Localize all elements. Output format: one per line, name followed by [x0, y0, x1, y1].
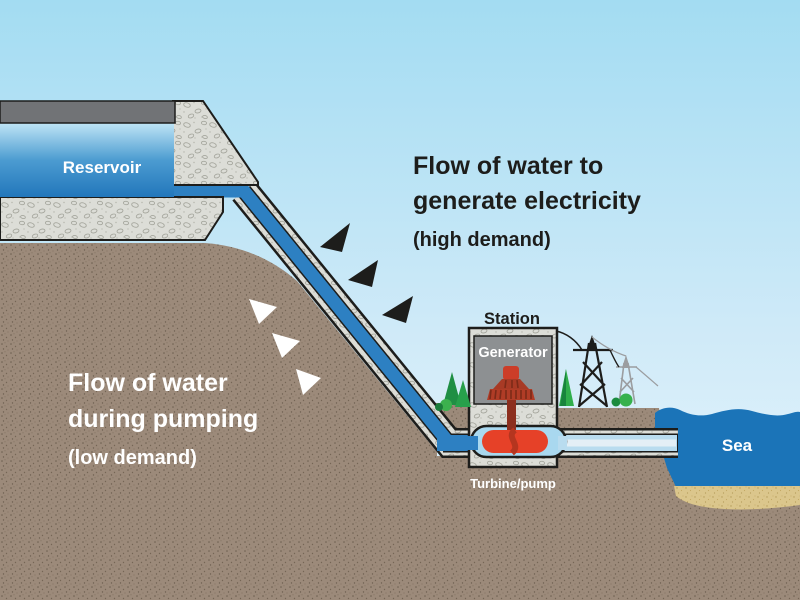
power-station	[467, 326, 568, 469]
pumping-subtitle: (low demand)	[68, 447, 197, 469]
power-line-top	[591, 336, 627, 357]
pipe	[163, 181, 678, 458]
reservoir-retaining-wall	[0, 100, 176, 124]
generator-ribs	[489, 379, 532, 400]
pumping-flow-arrows	[249, 299, 321, 395]
chamber-outlet-opening	[558, 436, 567, 450]
generator-cap	[503, 366, 519, 380]
bush-right	[619, 393, 633, 407]
generator-bell	[493, 379, 529, 389]
dam-base	[0, 196, 224, 241]
power-line-station	[555, 330, 583, 351]
pumping-title-line2: during pumping	[68, 405, 258, 433]
pylon-near-peak	[587, 335, 597, 350]
chamber-inlet-opening	[467, 436, 478, 450]
bush-left-small	[435, 403, 443, 411]
white-flow-arrow	[249, 299, 277, 324]
pine-tree-right-shade	[560, 369, 566, 406]
generation-flow-arrows	[320, 223, 413, 323]
turbine-swirl	[508, 427, 519, 456]
black-flow-arrow	[348, 260, 378, 287]
power-lines	[555, 330, 659, 387]
generation-annotation: Flow of water to generate electricity (h…	[413, 152, 641, 251]
generation-title-line1: Flow of water to	[413, 152, 603, 180]
pine-tree-left-2	[455, 380, 471, 407]
vegetation	[435, 369, 633, 411]
power-line-right	[635, 366, 659, 387]
reservoir-label: Reservoir	[63, 158, 142, 177]
white-flow-arrow	[272, 333, 300, 358]
bush-left	[440, 399, 452, 411]
seabed-sand	[674, 486, 800, 510]
drive-shaft	[507, 399, 516, 435]
sea-label: Sea	[722, 436, 753, 455]
white-flow-arrow	[296, 369, 321, 395]
power-line-mid	[609, 349, 620, 368]
generation-subtitle: (high demand)	[413, 229, 551, 251]
generation-title-line2: generate electricity	[413, 187, 641, 215]
pylon-near	[573, 342, 613, 408]
generator-label: Generator	[478, 345, 548, 361]
turbine-pump-label: Turbine/pump	[470, 476, 556, 491]
pumping-title-line1: Flow of water	[68, 369, 228, 397]
sea-water	[655, 407, 800, 487]
pine-tree-left-1	[443, 372, 461, 405]
reservoir-dam	[0, 100, 259, 241]
station-label: Station	[484, 310, 540, 328]
ground-right-of-station	[557, 408, 662, 430]
hillside	[0, 243, 437, 470]
pumping-annotation: Flow of water during pumping (low demand…	[68, 369, 258, 469]
reservoir-water	[0, 123, 174, 197]
black-flow-arrow	[382, 296, 413, 323]
transmission	[555, 330, 659, 408]
black-flow-arrow	[320, 223, 350, 252]
bush-right-small	[611, 397, 621, 407]
lower-ground	[0, 456, 800, 600]
pylon-far-peak	[622, 355, 630, 368]
penstock-water	[163, 184, 455, 448]
